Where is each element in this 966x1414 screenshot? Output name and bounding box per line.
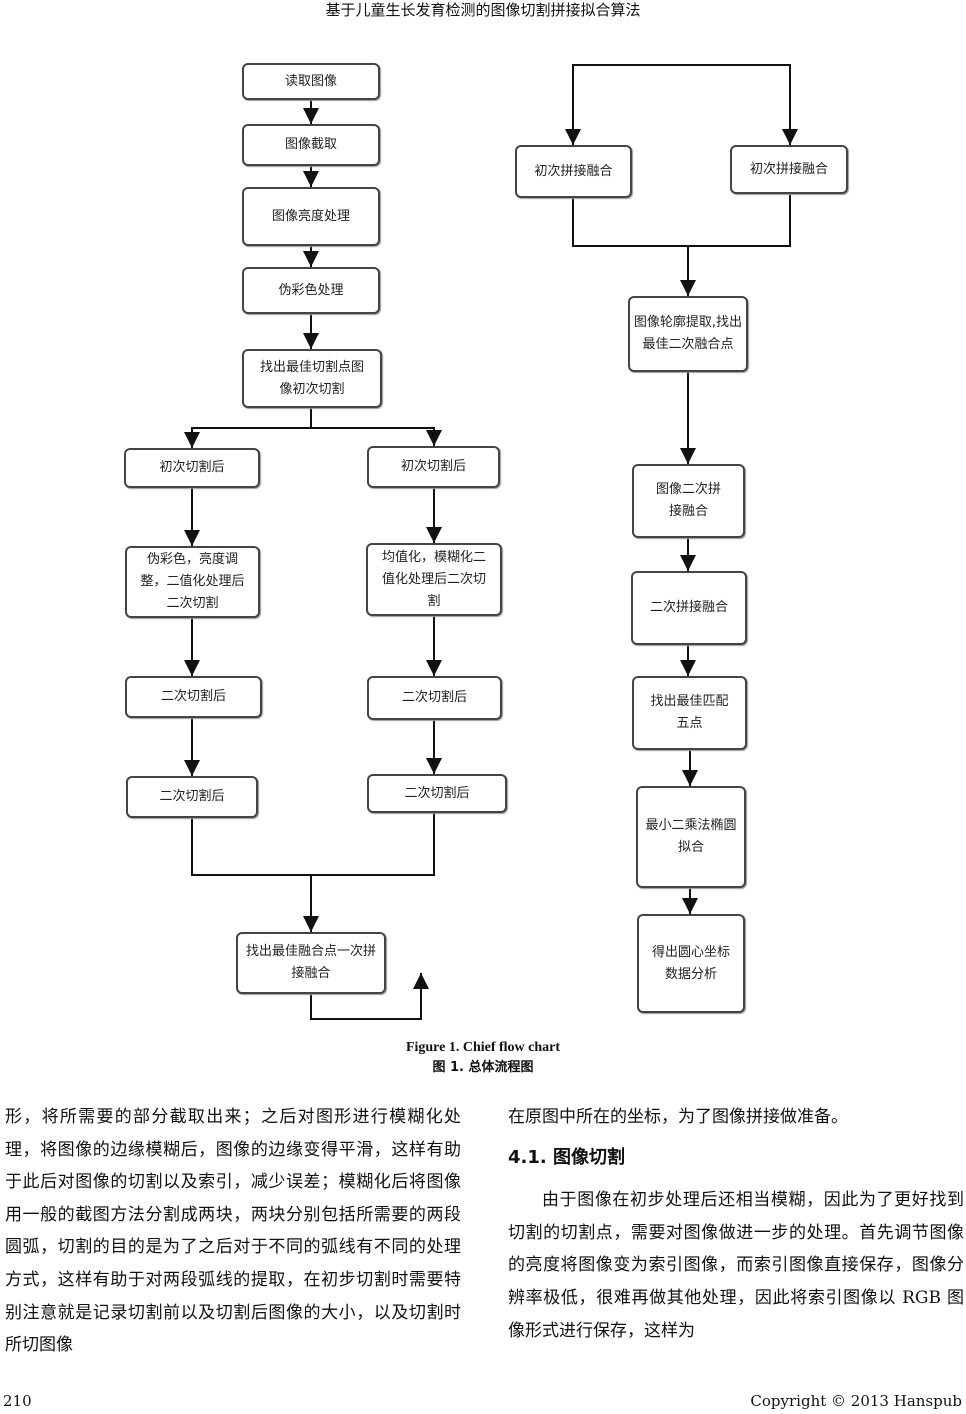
running-header: 基于儿童生长发育检测的图像切割拼接拟合算法 <box>325 1 641 19</box>
right-step-center-analysis: 得出圆心坐标数据分析 <box>637 914 745 1013</box>
right-step-initial-fusion-1: 初次拼接融合 <box>515 145 632 198</box>
right-branch-step-4: 二次切割后 <box>367 774 507 813</box>
right-step-initial-fusion-2: 初次拼接融合 <box>730 145 848 194</box>
body-paragraph: 形，将所需要的部分截取出来；之后对图形进行模糊化处理，将图像的边缘模糊后，图像的… <box>5 1107 461 1356</box>
copyright: Copyright © 2013 Hanspub <box>750 1392 962 1410</box>
right-branch-step-1: 初次切割后 <box>367 446 500 488</box>
figure-caption-en: Figure 1. Chief flow chart <box>405 1040 561 1055</box>
flowchart-connectors <box>184 64 798 1020</box>
left-branch-step-4: 二次切割后 <box>126 776 258 818</box>
right-branch-step-2: 均值化，模糊化二值化处理后二次切割 <box>366 543 502 616</box>
body-paragraph: 在原图中所在的坐标，为了图像拼接做准备。 <box>508 1107 848 1127</box>
right-step-five-points: 找出最佳匹配五点 <box>632 676 747 750</box>
step-first-fusion: 找出最佳融合点一次拼接融合 <box>236 932 386 994</box>
section-heading: 4.1. 图像切割 <box>508 1146 625 1168</box>
step-brightness: 图像亮度处理 <box>242 187 380 246</box>
page-number: 210 <box>3 1392 32 1410</box>
right-step-second-fusion-2: 二次拼接融合 <box>631 571 747 645</box>
body-right-column: 在原图中所在的坐标，为了图像拼接做准备。 4.1. 图像切割 由于图像在初步处理… <box>508 1101 964 1347</box>
right-branch-step-3: 二次切割后 <box>367 676 502 720</box>
body-paragraph: 由于图像在初步处理后还相当模糊，因此为了更好找到切割的切割点，需要对图像做进一步… <box>508 1190 964 1341</box>
step-pseudocolor: 伪彩色处理 <box>242 267 380 314</box>
figure-caption-zh: 图 1. 总体流程图 <box>432 1060 534 1075</box>
step-crop-image: 图像截取 <box>242 124 380 166</box>
left-branch-step-2: 伪彩色，亮度调整，二值化处理后二次切割 <box>125 546 260 618</box>
left-branch-step-1: 初次切割后 <box>124 448 260 488</box>
right-step-second-fusion: 图像二次拼接融合 <box>632 464 745 538</box>
step-first-cut: 找出最佳切割点图像初次切割 <box>242 349 382 408</box>
right-step-ellipse-fit: 最小二乘法椭圆拟合 <box>636 786 746 888</box>
body-left-column: 形，将所需要的部分截取出来；之后对图形进行模糊化处理，将图像的边缘模糊后，图像的… <box>5 1101 461 1362</box>
right-step-contour: 图像轮廓提取,找出最佳二次融合点 <box>628 296 748 372</box>
step-read-image: 读取图像 <box>242 63 380 100</box>
left-branch-step-3: 二次切割后 <box>125 676 262 718</box>
